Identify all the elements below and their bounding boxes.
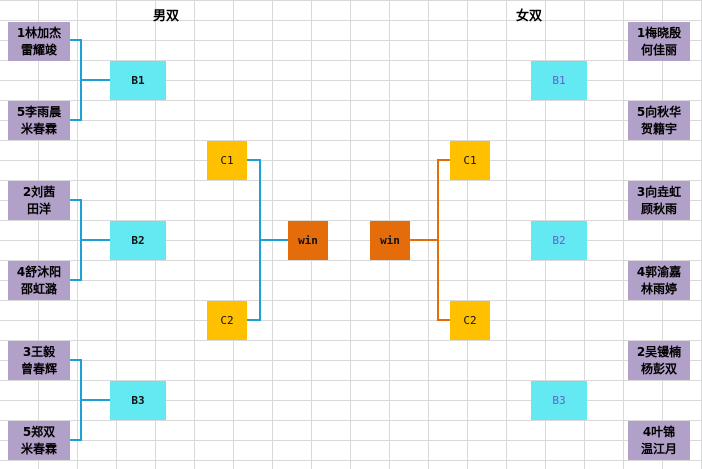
women-player-5: 2吴镘楠 杨彭双: [628, 341, 690, 380]
men-line-r1a: [70, 39, 82, 121]
player-name: 1梅晓殷: [636, 25, 682, 40]
women-line-semis: [437, 159, 450, 321]
men-player-1: 1林加杰 雷耀竣: [8, 22, 70, 61]
player-name: 4舒沐阳: [16, 264, 62, 279]
men-line-semis: [247, 159, 261, 321]
women-doubles-header: 女双: [516, 9, 543, 24]
women-player-6: 4叶锦 温江月: [628, 421, 690, 460]
men-doubles-header: 男双: [153, 9, 180, 24]
women-match-c2: C2: [450, 301, 490, 340]
men-player-5: 3王毅 曾春辉: [8, 341, 70, 380]
women-match-c1: C1: [450, 141, 490, 180]
player-name: 何佳丽: [640, 42, 677, 57]
player-name: 林雨婷: [640, 281, 677, 296]
men-player-2: 5李雨晨 米春霖: [8, 101, 70, 140]
player-name: 5郑双: [22, 424, 56, 439]
player-name: 5李雨晨: [16, 104, 62, 119]
player-name: 雷耀竣: [20, 42, 57, 57]
player-name: 2吴镘楠: [636, 344, 682, 359]
player-name: 4郭渝嘉: [636, 264, 682, 279]
men-line-r1c: [70, 359, 82, 441]
men-match-b1: B1: [110, 61, 166, 100]
player-name: 顾秋雨: [640, 201, 677, 216]
player-name: 贺籍宇: [640, 121, 677, 136]
women-player-3: 3向垚虹 顾秋雨: [628, 181, 690, 220]
player-name: 5向秋华: [636, 104, 682, 119]
women-player-2: 5向秋华 贺籍宇: [628, 101, 690, 140]
player-name: 2刘茜: [22, 184, 56, 199]
women-match-b2: B2: [531, 221, 587, 260]
women-winner-box: win: [370, 221, 410, 260]
men-match-c2: C2: [207, 301, 247, 340]
men-match-c1: C1: [207, 141, 247, 180]
men-match-b2: B2: [110, 221, 166, 260]
women-player-1: 1梅晓殷 何佳丽: [628, 22, 690, 61]
men-player-3: 2刘茜 田洋: [8, 181, 70, 220]
player-name: 3向垚虹: [636, 184, 682, 199]
men-line-r1b: [70, 199, 82, 281]
player-name: 4叶锦: [642, 424, 676, 439]
men-player-4: 4舒沐阳 邵虹潞: [8, 261, 70, 300]
women-player-4: 4郭渝嘉 林雨婷: [628, 261, 690, 300]
player-name: 曾春辉: [20, 361, 57, 376]
player-name: 温江月: [640, 441, 677, 456]
men-player-6: 5郑双 米春霖: [8, 421, 70, 460]
player-name: 1林加杰: [16, 25, 62, 40]
player-name: 3王毅: [22, 344, 56, 359]
player-name: 田洋: [26, 201, 51, 216]
player-name: 邵虹潞: [20, 281, 57, 296]
player-name: 米春霖: [20, 121, 57, 136]
men-match-b3: B3: [110, 381, 166, 420]
player-name: 米春霖: [20, 441, 57, 456]
women-match-b1: B1: [531, 61, 587, 100]
men-winner-box: win: [288, 221, 328, 260]
women-match-b3: B3: [531, 381, 587, 420]
player-name: 杨彭双: [640, 361, 677, 376]
